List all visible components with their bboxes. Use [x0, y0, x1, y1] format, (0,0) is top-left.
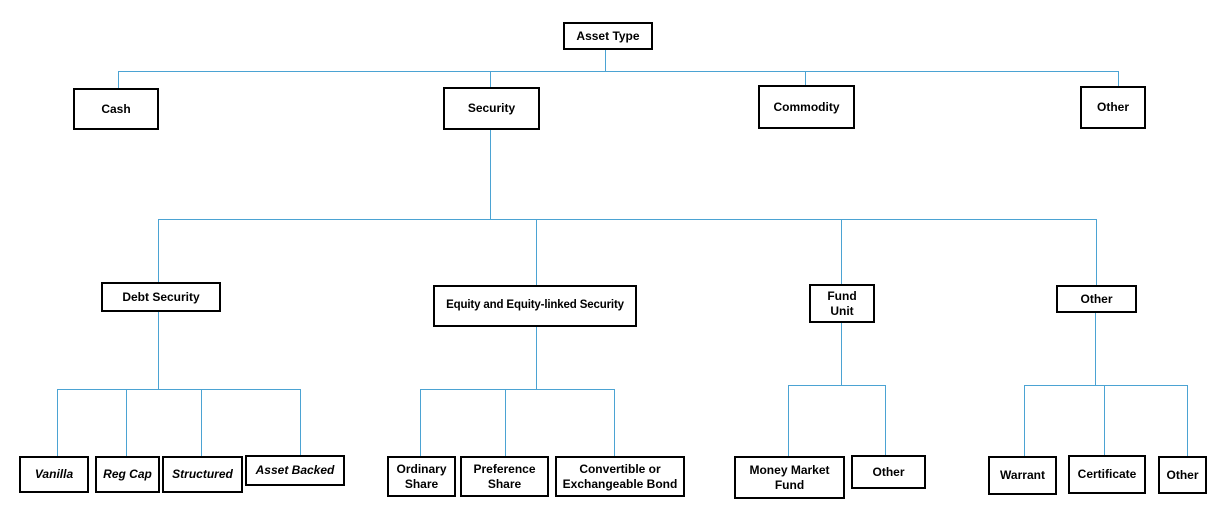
connector-other-stem: [1095, 313, 1096, 385]
node-other-fund: Other: [851, 455, 926, 489]
node-other-last-label: Other: [1166, 467, 1199, 482]
connector-drop-ordinary-share: [420, 389, 421, 456]
node-vanilla: Vanilla: [19, 456, 89, 493]
connector-equity-bus: [420, 389, 614, 390]
node-asset-type: Asset Type: [563, 22, 653, 50]
connector-drop-money-market: [788, 385, 789, 456]
node-structured: Structured: [162, 456, 243, 493]
node-warrant: Warrant: [988, 456, 1057, 495]
node-certificate: Certificate: [1068, 455, 1146, 494]
node-ordinary-share: Ordinary Share: [387, 456, 456, 497]
node-ordinary-share-label: Ordinary Share: [396, 462, 447, 491]
node-preference-share: Preference Share: [460, 456, 549, 497]
node-asset-backed: Asset Backed: [245, 455, 345, 486]
connector-drop-fund-unit: [841, 219, 842, 284]
connector-drop-certificate: [1104, 385, 1105, 455]
node-equity-security-label: Equity and Equity-linked Security: [446, 299, 624, 312]
connector-root-stem: [605, 50, 606, 71]
node-other-mid: Other: [1056, 285, 1137, 313]
node-commodity: Commodity: [758, 85, 855, 129]
node-cash: Cash: [73, 88, 159, 130]
connector-drop-security: [490, 71, 491, 87]
connector-drop-other-last: [1187, 385, 1188, 456]
connector-drop-debt-security: [158, 219, 159, 282]
connector-drop-cash: [118, 71, 119, 88]
node-money-market-fund: Money Market Fund: [734, 456, 845, 499]
node-security-label: Security: [467, 101, 516, 116]
node-debt-security: Debt Security: [101, 282, 221, 312]
connector-fund-stem: [841, 323, 842, 385]
node-asset-type-label: Asset Type: [576, 28, 640, 43]
connector-drop-other-fund: [885, 385, 886, 455]
connector-drop-asset-backed: [300, 389, 301, 455]
node-other-last: Other: [1158, 456, 1207, 494]
node-debt-security-label: Debt Security: [122, 289, 200, 304]
node-other-top-label: Other: [1096, 100, 1129, 115]
node-convertible-bond: Convertible or Exchangeable Bond: [555, 456, 685, 497]
connector-drop-other-top: [1118, 71, 1119, 86]
connector-drop-equity: [536, 219, 537, 285]
node-cash-label: Cash: [101, 101, 131, 116]
connector-drop-convertible-bond: [614, 389, 615, 456]
connector-security-stem: [490, 130, 491, 219]
connector-level1-bus: [118, 71, 1118, 72]
connector-equity-stem: [536, 327, 537, 389]
node-fund-unit: Fund Unit: [809, 284, 875, 323]
node-other-top: Other: [1080, 86, 1146, 129]
node-vanilla-label: Vanilla: [34, 467, 74, 482]
node-asset-backed-label: Asset Backed: [255, 463, 335, 478]
node-convertible-bond-label: Convertible or Exchangeable Bond: [562, 462, 678, 491]
node-reg-cap: Reg Cap: [95, 456, 160, 493]
node-equity-security: Equity and Equity-linked Security: [433, 285, 637, 327]
node-money-market-fund-label: Money Market Fund: [749, 463, 830, 492]
node-reg-cap-label: Reg Cap: [103, 467, 152, 482]
node-other-mid-label: Other: [1080, 291, 1113, 306]
connector-other-bus: [1024, 385, 1187, 386]
connector-drop-vanilla: [57, 389, 58, 456]
connector-drop-structured: [201, 389, 202, 456]
node-structured-label: Structured: [172, 467, 233, 482]
node-other-fund-label: Other: [872, 464, 905, 479]
connector-drop-reg-cap: [126, 389, 127, 456]
node-warrant-label: Warrant: [1000, 468, 1045, 483]
connector-drop-commodity: [805, 71, 806, 85]
node-fund-unit-label: Fund Unit: [827, 289, 857, 318]
node-commodity-label: Commodity: [773, 99, 840, 114]
node-preference-share-label: Preference Share: [473, 462, 536, 491]
connector-drop-other-mid: [1096, 219, 1097, 285]
connector-drop-warrant: [1024, 385, 1025, 456]
connector-level2-bus: [158, 219, 1096, 220]
connector-drop-preference-share: [505, 389, 506, 456]
node-security: Security: [443, 87, 540, 130]
node-certificate-label: Certificate: [1077, 467, 1137, 482]
connector-debt-stem: [158, 312, 159, 389]
connector-fund-bus: [788, 385, 885, 386]
connector-debt-bus: [57, 389, 300, 390]
